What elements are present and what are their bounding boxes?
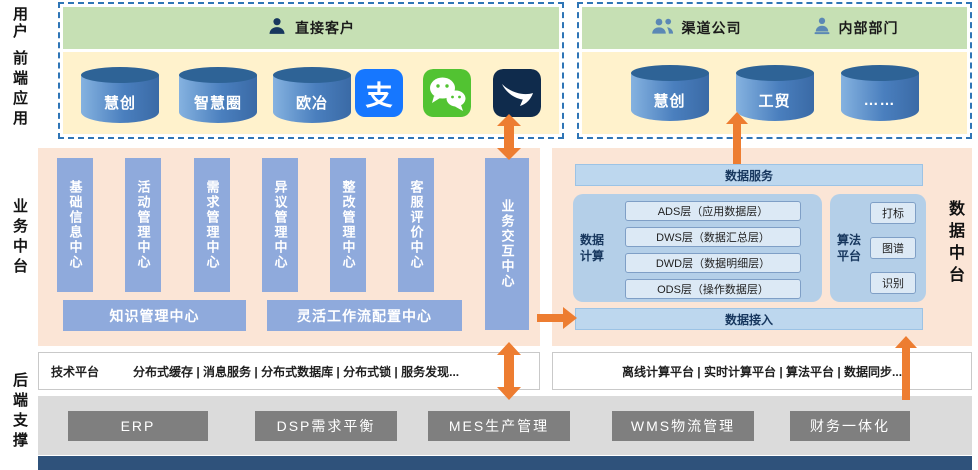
cylinder-label: …… xyxy=(863,91,896,109)
cylinder-label: 慧创 xyxy=(653,92,686,110)
system-wms: WMS物流管理 xyxy=(612,411,754,441)
direct-customer-zone: 直接客户 慧创 智慧圈 欧冶 支 xyxy=(58,2,564,139)
cylinder-ouye: 欧冶 xyxy=(273,67,351,123)
cylinder-label: 欧冶 xyxy=(295,94,328,112)
internal-dept-label: 内部部门 xyxy=(838,20,899,36)
data-tech-items: 离线计算平台 | 实时计算平台 | 算法平台 | 数据同步... xyxy=(621,364,903,379)
data-computing-group: 数据计算 ADS层（应用数据层） DWS层（数据汇总层） DWD层（数据明细层）… xyxy=(573,194,822,302)
channel-company-label: 渠道公司 xyxy=(681,20,742,36)
knowledge-center-bar: 知识管理中心 xyxy=(63,300,246,331)
rail-label-backend: 后端支撑 xyxy=(11,372,28,452)
arrow-data-to-frontend xyxy=(726,112,748,164)
system-finance: 财务一体化 xyxy=(790,411,910,441)
tech-platform-bar-left: 技术平台 分布式缓存 | 消息服务 | 分布式数据库 | 分布式锁 | 服务发现… xyxy=(38,352,540,390)
cylinder-label: 工贸 xyxy=(758,92,791,110)
arrow-business-backend xyxy=(497,342,521,400)
center-basic-info: 基础信息中心 xyxy=(57,158,93,292)
arrow-business-to-data xyxy=(537,307,577,329)
cylinder-label: 慧创 xyxy=(103,94,136,112)
cylinder-more: …… xyxy=(840,65,919,121)
arrow-frontend-business xyxy=(497,114,521,160)
algorithm-platform-group: 算法平台 打标 图谱 识别 xyxy=(830,194,926,302)
rail-label-frontend: 前端应用 xyxy=(11,50,28,130)
center-demand: 需求管理中心 xyxy=(194,158,230,292)
person-icon xyxy=(267,16,287,41)
dingtalk-icon xyxy=(493,69,541,117)
algo-chip-tagging: 打标 xyxy=(870,202,916,224)
direct-customer-label: 直接客户 xyxy=(295,20,355,36)
cylinder-zhihuiquan: 智慧圈 xyxy=(179,67,257,123)
channel-apps-zone: 慧创 工贸 …… xyxy=(582,52,967,134)
center-service-eval: 客服评价中心 xyxy=(398,158,434,292)
backend-support-panel: ERP DSP需求平衡 MES生产管理 WMS物流管理 财务一体化 xyxy=(38,396,972,455)
data-platform-title: 数据中台 xyxy=(946,200,963,288)
rail-label-user: 用户 xyxy=(11,6,28,40)
channel-zone: 渠道公司 内部部门 慧创 工贸 …… xyxy=(577,2,972,139)
tech-platform-items: 分布式缓存 | 消息服务 | 分布式数据库 | 分布式锁 | 服务发现... xyxy=(133,364,460,379)
data-computing-label: 数据计算 xyxy=(579,232,604,263)
system-mes: MES生产管理 xyxy=(428,411,570,441)
cylinder-label: 智慧圈 xyxy=(193,94,242,112)
tech-platform-label: 技术平台 xyxy=(51,364,100,379)
system-dsp: DSP需求平衡 xyxy=(255,411,397,441)
people-icon xyxy=(651,16,675,41)
wechat-icon xyxy=(423,69,471,117)
data-platform-panel: 数据服务 数据计算 ADS层（应用数据层） DWS层（数据汇总层） DWD层（数… xyxy=(552,148,972,346)
layer-dws: DWS层（数据汇总层） xyxy=(625,227,801,247)
data-service-bar: 数据服务 xyxy=(575,164,923,186)
direct-customer-apps-zone: 慧创 智慧圈 欧冶 支 xyxy=(63,52,559,134)
rail-label-business: 业务中台 xyxy=(11,198,28,278)
algo-chip-graph: 图谱 xyxy=(870,237,916,259)
arrow-backend-to-data xyxy=(895,336,917,400)
alipay-icon: 支 xyxy=(355,69,403,117)
cylinder-gongmao: 工贸 xyxy=(735,65,814,121)
cylinder-huichuang-2: 慧创 xyxy=(630,65,709,121)
business-platform-panel: 基础信息中心 活动管理中心 需求管理中心 异议管理中心 整改管理中心 客服评价中… xyxy=(38,148,540,346)
workflow-center-bar: 灵活工作流配置中心 xyxy=(267,300,462,331)
center-rectify: 整改管理中心 xyxy=(330,158,366,292)
layer-ads: ADS层（应用数据层） xyxy=(625,201,801,221)
data-access-bar: 数据接入 xyxy=(575,308,923,330)
algo-chip-recognition: 识别 xyxy=(870,272,916,294)
center-objection: 异议管理中心 xyxy=(262,158,298,292)
center-interaction: 业务交互中心 xyxy=(485,158,529,330)
person-desk-icon xyxy=(812,16,832,41)
cylinder-huichuang: 慧创 xyxy=(81,67,159,123)
internal-dept-group: 内部部门 xyxy=(812,16,899,41)
layer-dwd: DWD层（数据明细层） xyxy=(625,253,801,273)
system-erp: ERP xyxy=(68,411,208,441)
footer-strip xyxy=(38,456,972,470)
direct-customer-header: 直接客户 xyxy=(63,7,559,49)
channel-company-group: 渠道公司 xyxy=(651,16,742,41)
algorithm-platform-label: 算法平台 xyxy=(836,232,861,263)
channel-header: 渠道公司 内部部门 xyxy=(582,7,967,49)
layer-ods: ODS层（操作数据层） xyxy=(625,279,801,299)
center-activity: 活动管理中心 xyxy=(125,158,161,292)
